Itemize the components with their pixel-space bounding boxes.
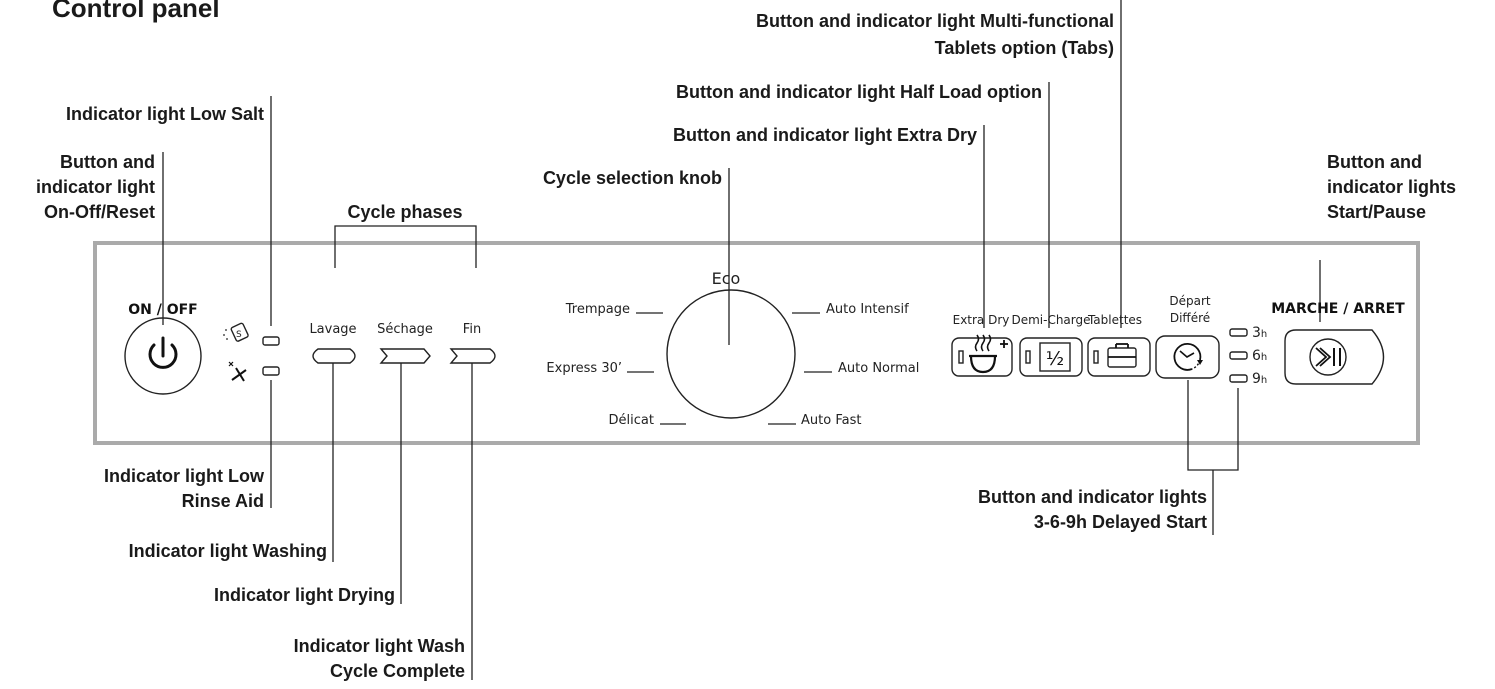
delay-9h-label: 9h — [1252, 371, 1267, 387]
tablets-indicator — [1093, 350, 1099, 364]
delay-3h-label: 3h — [1252, 325, 1267, 341]
on-off-label: ON / OFF — [128, 302, 198, 318]
svg-text:S: S — [236, 330, 242, 340]
power-icon — [148, 336, 178, 369]
callout-drying: Indicator light Drying — [214, 585, 395, 605]
callout-delayed-line2: 3-6-9h Delayed Start — [1034, 512, 1207, 532]
low-salt-indicator — [262, 336, 280, 346]
rinse-aid-icon — [228, 361, 247, 382]
knob-label-eco: Eco — [712, 269, 741, 288]
callout-onoff-line3: On-Off/Reset — [44, 202, 155, 222]
washing-indicator — [312, 348, 356, 364]
on-off-button[interactable] — [124, 317, 202, 395]
drying-indicator — [379, 348, 431, 364]
delayed-start-button[interactable] — [1155, 335, 1220, 379]
tablet-icon — [1107, 343, 1137, 368]
delay-indicators: 3h 6h 9h — [1229, 325, 1267, 387]
callout-cycle-phases: Cycle phases — [347, 202, 462, 222]
option-label-demi-charge: Demi-Charge — [1011, 313, 1090, 327]
option-label-differe: Différé — [1170, 311, 1210, 325]
play-pause-icon — [1309, 338, 1347, 376]
callout-washing: Indicator light Washing — [129, 541, 327, 561]
option-label-depart: Départ — [1169, 294, 1211, 308]
salt-icon: S — [223, 322, 249, 342]
callout-extra-dry: Button and indicator light Extra Dry — [673, 125, 977, 145]
extra-dry-button[interactable] — [951, 334, 1013, 377]
half-load-indicator — [1025, 350, 1031, 364]
callout-rinse-line2: Rinse Aid — [182, 491, 264, 511]
cycle-selection-knob[interactable] — [666, 289, 796, 419]
clock-icon — [1173, 342, 1203, 371]
delay-6h-label: 6h — [1252, 348, 1267, 364]
callout-rinse-line1: Indicator light Low — [104, 466, 265, 486]
knob-label-delicat: Délicat — [609, 413, 654, 428]
phase-label-lavage: Lavage — [309, 322, 356, 337]
wash-complete-indicator — [449, 348, 496, 364]
callout-start-line1: Button and — [1327, 152, 1422, 172]
delay-6h-indicator — [1229, 351, 1248, 360]
option-label-extra-dry: Extra Dry — [953, 313, 1010, 327]
leader-lines — [162, 0, 1321, 680]
knob-label-express: Express 30’ — [546, 361, 622, 376]
half-load-icon: ½ — [1039, 342, 1071, 372]
knob-label-auto-fast: Auto Fast — [801, 413, 861, 428]
phase-label-fin: Fin — [463, 322, 481, 337]
callout-start-line3: Start/Pause — [1327, 202, 1426, 222]
phase-label-sechage: Séchage — [377, 322, 433, 337]
half-load-button[interactable]: ½ — [1019, 337, 1083, 377]
callout-complete-line2: Cycle Complete — [330, 661, 465, 681]
knob-label-auto-normal: Auto Normal — [838, 361, 919, 376]
option-label-tablettes: Tablettes — [1087, 313, 1142, 327]
callout-half-load: Button and indicator light Half Load opt… — [676, 82, 1042, 102]
callout-onoff-line2: indicator light — [36, 177, 155, 197]
callout-multi-tabs-line1: Button and indicator light Multi-functio… — [756, 11, 1114, 31]
start-pause-button[interactable] — [1284, 329, 1385, 385]
delay-3h-indicator — [1229, 328, 1248, 337]
tablets-button[interactable] — [1087, 337, 1151, 377]
callout-delayed-line1: Button and indicator lights — [978, 487, 1207, 507]
callout-multi-tabs-line2: Tablets option (Tabs) — [935, 38, 1114, 58]
delay-9h-indicator — [1229, 374, 1248, 383]
callout-onoff-line1: Button and — [60, 152, 155, 172]
svg-text:½: ½ — [1046, 348, 1064, 370]
start-pause-label: MARCHE / ARRET — [1271, 301, 1405, 317]
callout-knob: Cycle selection knob — [543, 168, 722, 188]
diagram-title: Control panel — [52, 0, 220, 23]
knob-label-auto-intensif: Auto Intensif — [826, 302, 909, 317]
control-panel-outline — [93, 241, 1420, 445]
callout-low-salt: Indicator light Low Salt — [66, 104, 264, 124]
knob-label-trempage: Trempage — [565, 302, 630, 317]
extra-dry-indicator — [958, 350, 964, 364]
steam-plus-icon — [969, 334, 1008, 374]
callout-start-line2: indicator lights — [1327, 177, 1456, 197]
callout-complete-line1: Indicator light Wash — [294, 636, 465, 656]
low-rinse-aid-indicator — [262, 366, 280, 376]
